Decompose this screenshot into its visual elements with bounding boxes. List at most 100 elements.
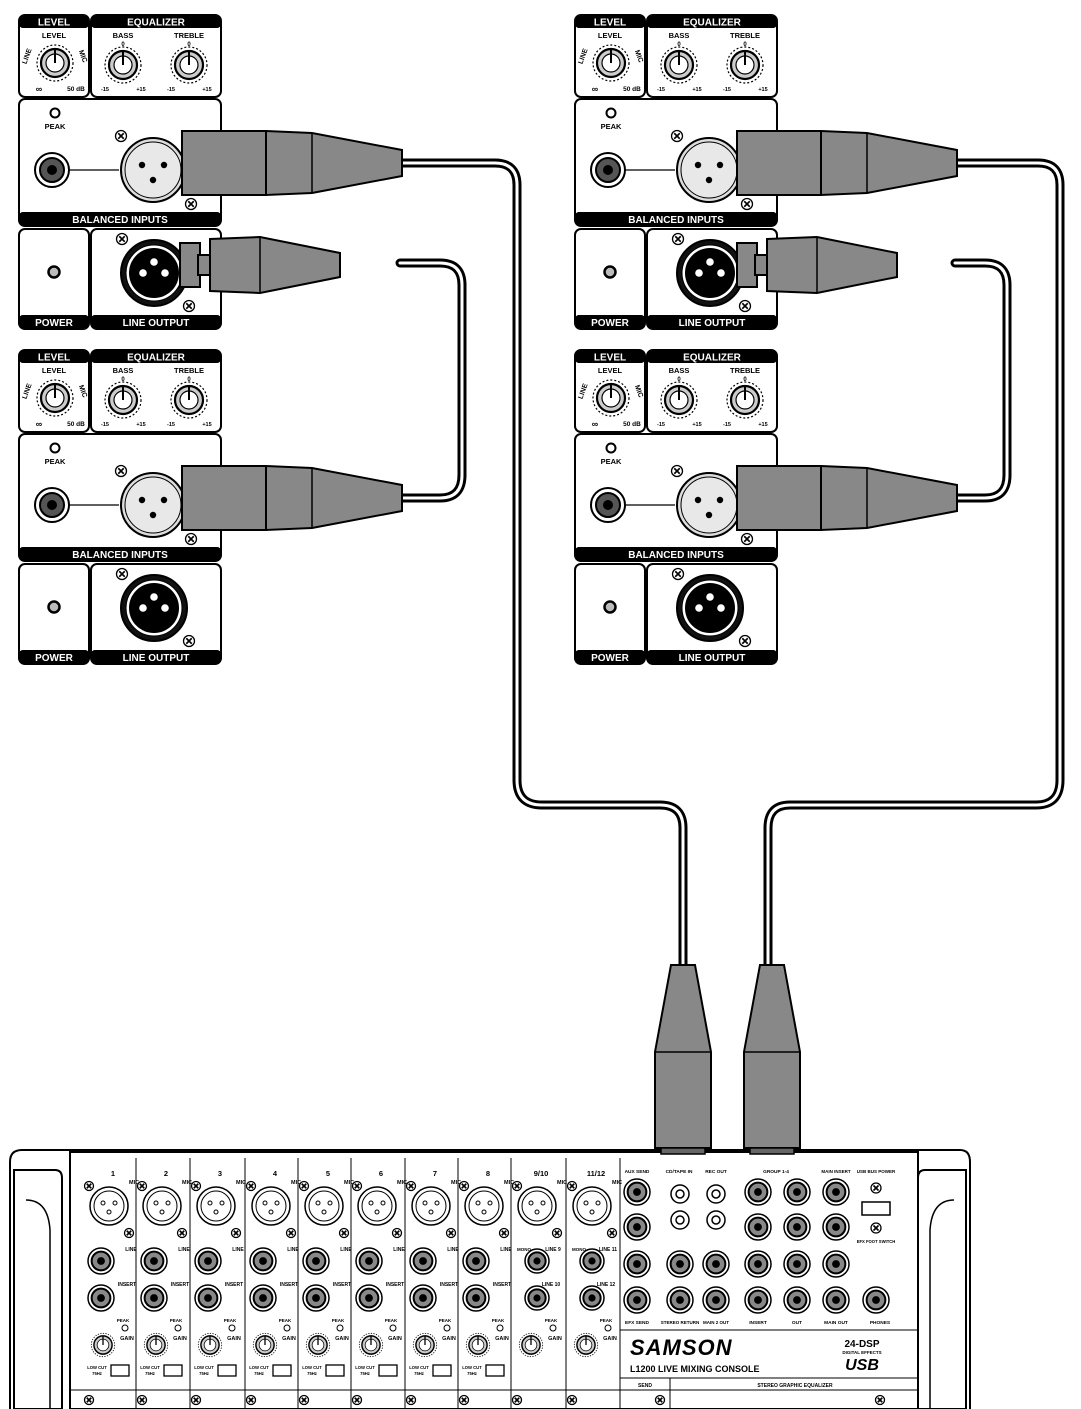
jack xyxy=(822,1286,850,1314)
zero-mark: 0 xyxy=(187,377,191,383)
screw-icon xyxy=(184,197,198,211)
jack xyxy=(140,1284,168,1312)
low-cut-label: LOW CUT xyxy=(462,1365,482,1370)
low-cut-button xyxy=(217,1364,237,1377)
screw-icon xyxy=(498,1227,510,1239)
xlr-plug xyxy=(736,235,898,295)
bass-knob xyxy=(660,381,698,419)
line-label: LINE 11 xyxy=(599,1247,617,1253)
low-cut-label: LOW CUT xyxy=(140,1365,160,1370)
low-cut-button xyxy=(432,1364,452,1377)
level-header-bar xyxy=(575,15,645,28)
mic-label: MIC xyxy=(344,1180,354,1186)
gain-knob xyxy=(518,1332,544,1358)
jack xyxy=(623,1213,651,1241)
line-output-bar xyxy=(91,315,221,329)
bass-knob xyxy=(104,381,142,419)
line-output-label: LINE OUTPUT xyxy=(123,318,190,329)
jack xyxy=(623,1250,651,1278)
plus-label: +15 xyxy=(202,422,211,428)
treble-label: TREBLE xyxy=(730,366,760,375)
peak-led xyxy=(49,442,61,454)
xlr-jack xyxy=(142,1186,182,1226)
xlr-jack xyxy=(464,1186,504,1226)
screw-icon xyxy=(738,299,752,313)
gain-label: GAIN xyxy=(603,1336,617,1342)
screw-icon xyxy=(874,1394,886,1406)
db-label: 50 dB xyxy=(67,421,85,428)
screw-icon xyxy=(298,1394,310,1406)
line-output-bar xyxy=(91,650,221,664)
screw-icon xyxy=(670,464,684,478)
gain-label: GAIN xyxy=(227,1336,241,1342)
bass-label: BASS xyxy=(669,366,690,375)
xlr-input-jack xyxy=(120,137,186,203)
insert-label: INSERT xyxy=(386,1282,404,1288)
treble-label: TREBLE xyxy=(174,366,204,375)
low-cut-freq: 75Hz xyxy=(414,1371,424,1376)
minus-label: -15 xyxy=(723,422,731,428)
power-label: POWER xyxy=(35,318,74,329)
trs-plug xyxy=(743,964,801,1155)
line-label: LINE xyxy=(340,1247,352,1253)
jack xyxy=(249,1247,277,1275)
screw-icon xyxy=(511,1180,523,1192)
power-led xyxy=(603,265,617,279)
level-knob-label: LEVEL xyxy=(42,366,67,375)
quarter-inch-jack xyxy=(590,152,626,188)
peak-label: PEAK xyxy=(45,457,66,466)
treble-knob xyxy=(170,46,208,84)
gain-knob xyxy=(412,1332,438,1358)
cables xyxy=(395,158,1065,980)
insert-label: INSERT xyxy=(749,1320,767,1326)
screw-icon xyxy=(740,532,754,546)
screw-icon xyxy=(445,1227,457,1239)
rca-jack xyxy=(670,1184,690,1204)
minus-label: -15 xyxy=(657,422,665,428)
jack xyxy=(862,1286,890,1314)
dsp-label: 24-DSP xyxy=(844,1339,879,1350)
screw-icon xyxy=(458,1180,470,1192)
jack xyxy=(702,1286,730,1314)
zero-mark: 0 xyxy=(677,42,681,48)
jack xyxy=(302,1284,330,1312)
mic-label: MIC xyxy=(612,1180,622,1186)
power-led xyxy=(47,265,61,279)
screw-icon xyxy=(182,299,196,313)
minus-label: -15 xyxy=(167,87,175,93)
aux-send-label: AUX SEND xyxy=(625,1169,650,1175)
gain-knob xyxy=(90,1332,116,1358)
xlr-cable xyxy=(950,258,1012,503)
minus-label: -15 xyxy=(723,87,731,93)
balanced-inputs-label: BALANCED INPUTS xyxy=(72,215,168,226)
line-label: LINE 10 xyxy=(542,1282,561,1288)
db-label: 50 dB xyxy=(67,86,85,93)
plus-label: +15 xyxy=(758,87,767,93)
stereo-graphic-eq-label: STEREO GRAPHIC EQUALIZER xyxy=(757,1383,833,1389)
gain-label: GAIN xyxy=(173,1336,187,1342)
cd-tape-in-label: CD/TAPE IN xyxy=(666,1169,693,1175)
equalizer-header: EQUALIZER xyxy=(127,353,186,364)
power-label: POWER xyxy=(35,653,74,664)
trs-plug xyxy=(654,964,712,1155)
jack xyxy=(462,1284,490,1312)
balanced-inputs-bar xyxy=(575,547,777,561)
screw-icon xyxy=(136,1180,148,1192)
treble-knob xyxy=(170,381,208,419)
xlr-jack xyxy=(89,1186,129,1226)
rca-jack xyxy=(706,1184,726,1204)
power-bar xyxy=(19,315,89,329)
peak-led xyxy=(389,1324,397,1332)
zero-mark: 0 xyxy=(743,377,747,383)
xlr-output-jack xyxy=(120,239,188,307)
line-output-label: LINE OUTPUT xyxy=(679,318,746,329)
gain-knob xyxy=(252,1332,278,1358)
screw-icon xyxy=(83,1394,95,1406)
gain-label: GAIN xyxy=(120,1336,134,1342)
line-label: LINE xyxy=(287,1247,299,1253)
jack xyxy=(666,1250,694,1278)
screw-icon xyxy=(671,567,685,581)
